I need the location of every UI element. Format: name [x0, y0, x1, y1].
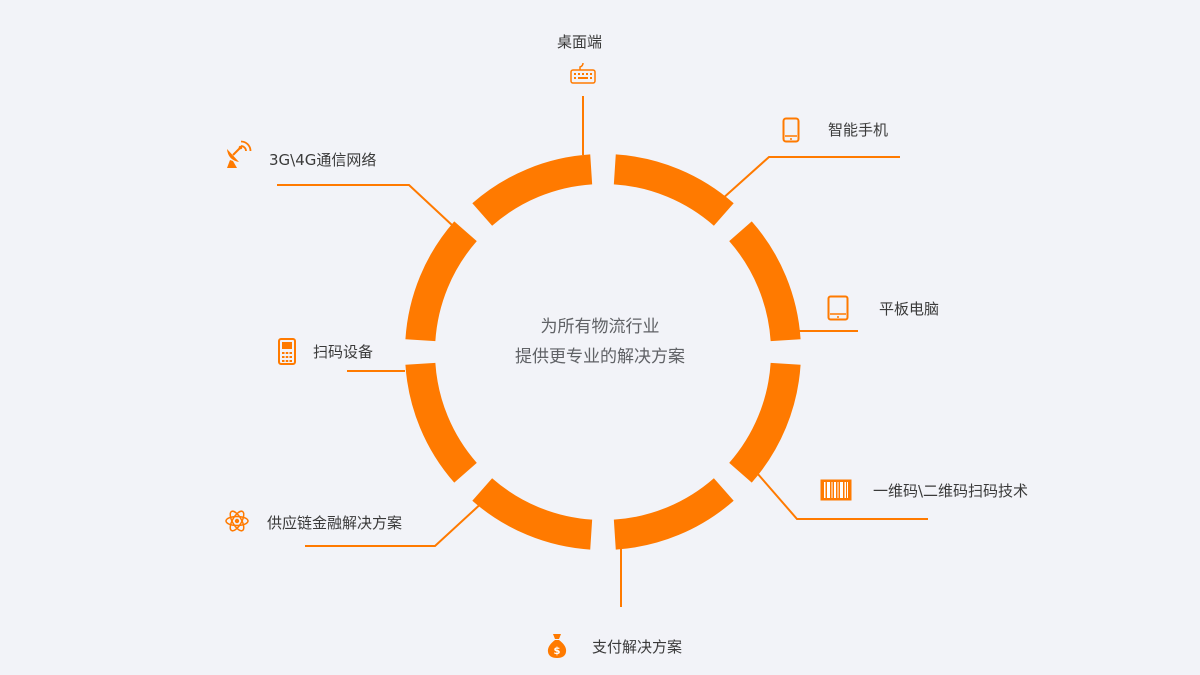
center-caption: 为所有物流行业 提供更专业的解决方案	[450, 312, 750, 372]
label-tablet: 平板电脑	[879, 300, 940, 318]
ring-segment-bottom-left	[472, 478, 593, 550]
connector-smartphone	[720, 156, 900, 201]
label-desktop: 桌面端	[557, 33, 603, 51]
ring-segment-left-upper	[405, 221, 477, 342]
money-bag-icon: $	[547, 634, 567, 658]
ring-segment-bottom-right	[613, 478, 734, 550]
ring-segment-right-lower	[729, 362, 801, 483]
label-scanner: 扫码设备	[313, 343, 374, 361]
smartphone-icon	[782, 117, 800, 143]
ring-segment-top-left	[472, 154, 593, 226]
label-supply-chain: 供应链金融解决方案	[267, 514, 403, 532]
barcode-icon	[820, 479, 852, 501]
label-barcode: 一维码\二维码扫码技术	[873, 482, 1029, 500]
label-network: 3G\4G通信网络	[269, 151, 377, 169]
ring-segment-right-upper	[729, 221, 801, 342]
ring-segment-left-lower	[405, 362, 477, 483]
connector-network	[277, 184, 454, 227]
connector-barcode	[756, 472, 928, 520]
label-smartphone: 智能手机	[828, 121, 889, 139]
atom-icon	[225, 510, 249, 532]
keyboard-icon	[570, 62, 596, 84]
scanner-device-icon	[278, 338, 296, 365]
connector-supply-chain	[305, 499, 486, 547]
ring-segment-top-right	[613, 154, 734, 226]
label-payment: 支付解决方案	[592, 638, 683, 656]
center-line-1: 为所有物流行业	[540, 317, 660, 337]
satellite-dish-icon	[227, 140, 252, 168]
svg-text:$: $	[554, 646, 561, 657]
tablet-icon	[827, 295, 849, 321]
center-line-2: 提供更专业的解决方案	[515, 347, 685, 367]
